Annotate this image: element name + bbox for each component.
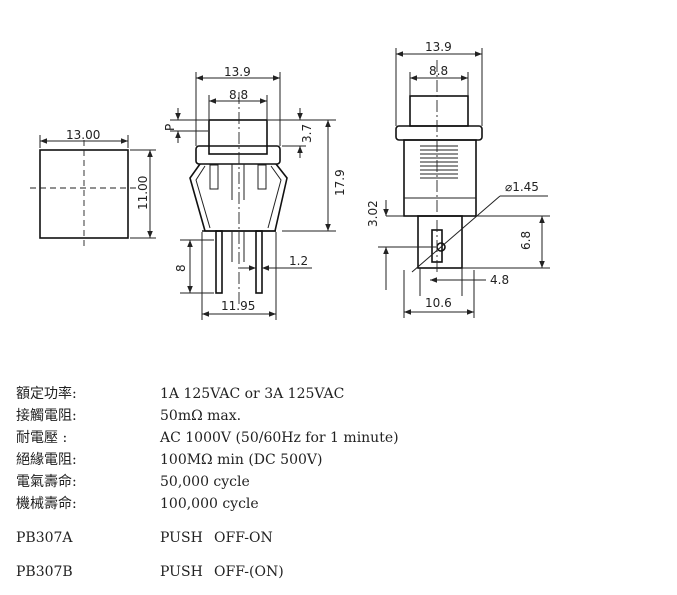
spec-label: 電氣壽命: [16, 474, 77, 490]
cutout-width-label: 13.00 [66, 128, 100, 142]
front-width-outer-label: 13.9 [224, 65, 251, 79]
model-name: PB307A [16, 530, 73, 546]
side-pin-spacing-label: 4.8 [490, 273, 509, 287]
spec-row: 接觸電阻: 50mΩ max. [16, 405, 399, 427]
side-ribs [420, 145, 458, 179]
spec-table: 額定功率: 1A 125VAC or 3A 125VAC 接觸電阻: 50mΩ … [16, 383, 399, 515]
model-action: OFF-ON [214, 530, 273, 546]
spec-value: AC 1000V (50/60Hz for 1 minute) [160, 430, 399, 446]
side-base-width-label: 10.6 [425, 296, 452, 310]
spec-row: 耐電壓 : AC 1000V (50/60Hz for 1 minute) [16, 427, 399, 449]
spec-row: 電氣壽命: 50,000 cycle [16, 471, 399, 493]
front-width-cap-label: 8.8 [229, 88, 248, 102]
side-cap [409, 95, 469, 127]
front-pin-width-label: 1.2 [289, 254, 308, 268]
front-body [189, 163, 288, 232]
model-type: PUSH [160, 564, 203, 580]
spec-label: 耐電壓 : [16, 430, 68, 446]
spec-value: 100MΩ min (DC 500V) [160, 452, 323, 468]
front-pin-left [215, 230, 223, 294]
side-hole-diameter-label: ⌀1.45 [505, 180, 539, 194]
model-row: PB307A PUSH OFF-ON [16, 527, 284, 561]
front-total-height-label: 17.9 [333, 169, 347, 196]
spec-value: 50mΩ max. [160, 408, 242, 424]
front-pin-length-label: 8 [174, 264, 188, 272]
spec-value: 1A 125VAC or 3A 125VAC [160, 386, 345, 402]
spec-label: 額定功率: [16, 386, 77, 402]
side-view: 13.9 8.8 ⌀1.45 3.02 6.8 4.8 10.6 [366, 40, 550, 318]
spec-label: 接觸電阻: [16, 408, 77, 424]
spec-row: 絕緣電阻: 100MΩ min (DC 500V) [16, 449, 399, 471]
side-collar [395, 125, 483, 141]
front-collar [195, 145, 281, 165]
front-p-label: P [163, 124, 177, 131]
side-pin-offset-label: 3.02 [366, 200, 380, 227]
spec-label: 絕緣電阻: [16, 452, 77, 468]
front-base-width-label: 11.95 [221, 299, 255, 313]
side-width-outer-label: 13.9 [425, 40, 452, 54]
front-view: 13.9 8.8 P 3.7 17.9 8 1.2 1 [163, 65, 347, 320]
side-base [417, 215, 463, 269]
spec-value: 50,000 cycle [160, 474, 250, 490]
side-pin-height-label: 6.8 [519, 231, 533, 250]
front-pin-right [255, 230, 263, 294]
model-row: PB307B PUSH OFF-(ON) [16, 561, 284, 595]
spec-value: 100,000 cycle [160, 496, 259, 512]
technical-drawing: 13.00 11.00 13.9 [30, 40, 550, 320]
side-width-cap-label: 8.8 [429, 64, 448, 78]
model-action: OFF-(ON) [214, 564, 284, 580]
panel-cutout-view: 13.00 11.00 [30, 128, 156, 248]
cutout-height-label: 11.00 [136, 176, 150, 210]
front-cap-height-label: 3.7 [300, 124, 314, 143]
spec-row: 額定功率: 1A 125VAC or 3A 125VAC [16, 383, 399, 405]
front-cap [208, 119, 268, 155]
spec-row: 機械壽命: 100,000 cycle [16, 493, 399, 515]
model-type: PUSH [160, 530, 203, 546]
model-list: PB307A PUSH OFF-ON PB307B PUSH OFF-(ON) [16, 527, 284, 595]
spec-label: 機械壽命: [16, 496, 77, 512]
model-name: PB307B [16, 564, 73, 580]
